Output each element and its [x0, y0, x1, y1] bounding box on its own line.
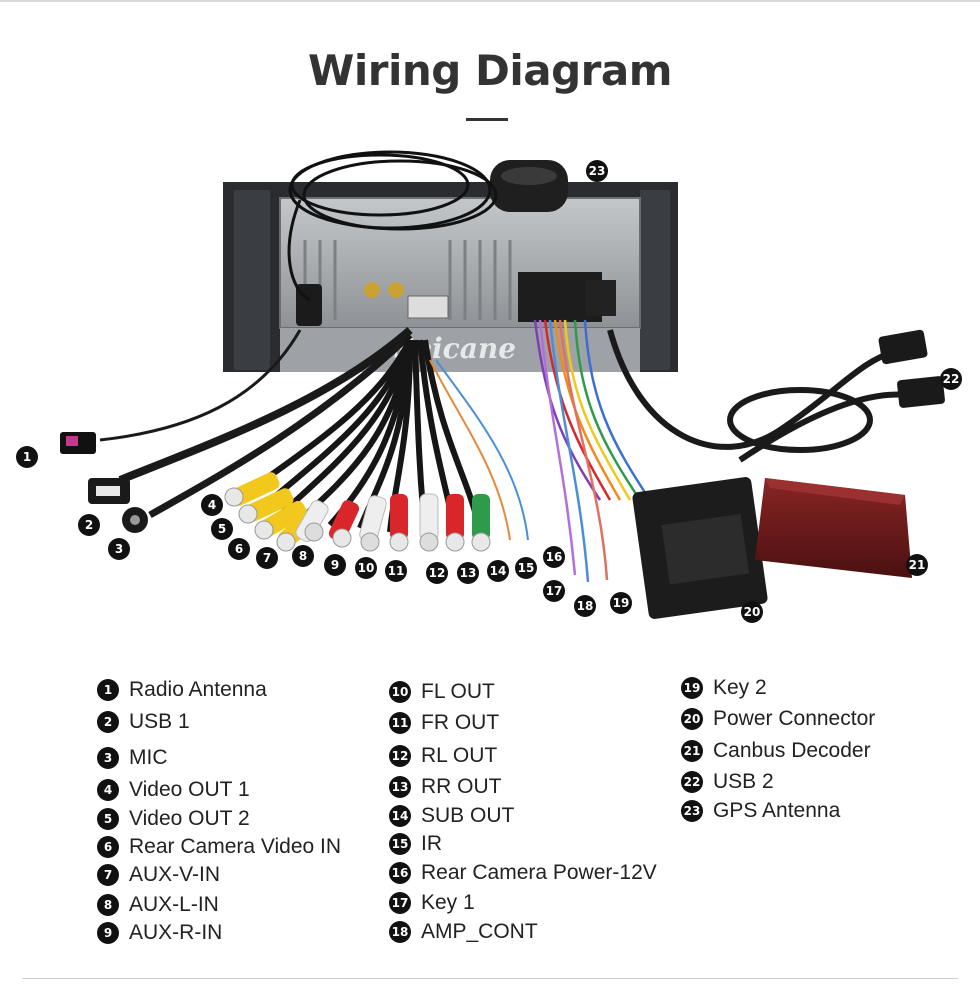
canbus-decoder: [755, 478, 912, 578]
badge-13: 13: [457, 562, 479, 584]
badge-8: 8: [292, 545, 314, 567]
bottom-divider: [22, 978, 958, 979]
title-underline: [466, 118, 508, 121]
wiring-illustration: Seicane: [60, 150, 945, 619]
badge-15: 15: [515, 557, 537, 579]
badge-5: 5: [211, 518, 233, 540]
rca-rear-cam: [254, 500, 307, 540]
badge-1: 1: [16, 446, 38, 468]
rca-video-out-2: [238, 488, 294, 524]
ir-wire: [435, 359, 529, 541]
rca-aux-l: [295, 500, 329, 542]
rca-video-out-1: [224, 472, 280, 507]
badge-18: 18: [574, 595, 596, 617]
radio-port: [388, 282, 404, 298]
power-connector: [632, 477, 768, 619]
badge-9: 9: [324, 554, 346, 576]
badge-17: 17: [543, 580, 565, 602]
badge-3: 3: [108, 538, 130, 560]
usb2-connector-b: [897, 376, 945, 408]
rca-sub: [471, 494, 491, 552]
rca-plugs: [224, 472, 491, 552]
badge-21: 21: [906, 554, 928, 576]
badge-22: 22: [940, 368, 962, 390]
top-divider: [0, 0, 980, 2]
rca-fl: [359, 495, 387, 552]
badge-11: 11: [385, 560, 407, 582]
rca-fr: [389, 494, 409, 552]
radio-antenna-cable: [99, 329, 302, 442]
page-title: Wiring Diagram: [308, 46, 672, 95]
usb1-cable: [118, 326, 413, 484]
badge-7: 7: [256, 547, 278, 569]
gps-cable-coil: [287, 150, 498, 302]
badge-6: 6: [228, 538, 250, 560]
usb2-connector-a: [878, 329, 928, 365]
rca-rl: [419, 493, 439, 552]
power-harness-wires: [533, 319, 652, 583]
rca-aux-r: [328, 500, 360, 548]
rca-rr: [445, 494, 465, 552]
badge-4: 4: [201, 494, 223, 516]
gps-antenna: [490, 160, 568, 212]
sub-out-wire: [429, 359, 511, 541]
badge-20: 20: [741, 601, 763, 623]
usb2-cables: [607, 329, 911, 463]
badge-10: 10: [355, 557, 377, 579]
badge-19: 19: [610, 592, 632, 614]
gps-port: [364, 282, 380, 298]
badge-12: 12: [426, 562, 448, 584]
badge-2: 2: [78, 514, 100, 536]
badge-14: 14: [487, 560, 509, 582]
badge-16: 16: [543, 546, 565, 568]
badge-23: 23: [586, 160, 608, 182]
mic-cable: [148, 332, 413, 519]
